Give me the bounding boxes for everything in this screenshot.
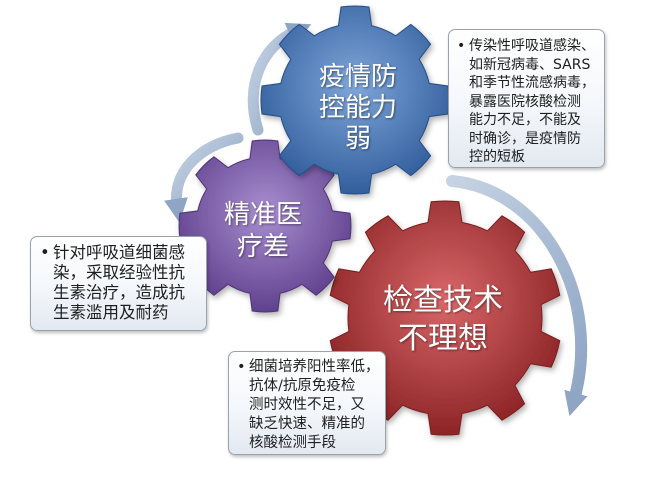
gear-label-line: 检查技术 [383, 283, 503, 318]
callout-line: 如新冠病毒、SARS [469, 56, 591, 73]
gear-label-line: 精准医 [223, 200, 302, 230]
gear-label-line: 疫情防 [318, 62, 397, 92]
bullet-icon: • [237, 359, 246, 375]
gear-label-epidemic-control: 疫情防 控能力 弱 [303, 62, 413, 155]
callout-line: 时确诊，是疫情防 [469, 130, 581, 147]
callout-line: 能力不足，不能及 [469, 112, 581, 128]
callout-line: 和季节性流感病毒， [469, 75, 595, 91]
gear-label-line: 控能力 [318, 93, 397, 123]
bullet-icon: • [40, 243, 50, 262]
callout-epidemic-control: • 传染性呼吸道感染、 如新冠病毒、SARS 和季节性流感病毒， 暴露医院核酸检… [448, 29, 605, 168]
callout-line: 生素滥用及耐药 [53, 303, 169, 322]
gear-label-line: 弱 [344, 124, 371, 154]
cycle-arrow-left-gear [164, 132, 244, 223]
callout-detection-technology: • 细菌培养阳性率低， 抗体/抗原免疫检 测时效性不足，又 缺乏快速、精准的 核… [228, 351, 386, 455]
callout-line: 控的短板 [469, 149, 525, 165]
callout-line: 抗体/抗原免疫检 [249, 378, 356, 394]
callout-precision-medicine: • 针对呼吸道细菌感 染，采取经验性抗 生素治疗，造成抗 生素滥用及耐药 [30, 236, 207, 331]
gear-epidemic-control [260, 5, 450, 195]
callout-line: 染，采取经验性抗 [53, 263, 185, 282]
cycle-arrow-right-gear [446, 175, 588, 417]
callout-line: 暴露医院核酸检测 [469, 93, 581, 110]
bullet-icon: • [457, 38, 466, 54]
callout-line: 生素治疗，造成抗 [53, 283, 185, 302]
callout-line: 核酸检测手段 [249, 435, 336, 451]
gear-detection-technology [329, 200, 561, 436]
callout-line: 传染性呼吸道感染、 [469, 38, 595, 54]
gear-label-detection-technology: 检查技术 不理想 [368, 282, 518, 358]
callout-line: 缺乏快速、精准的 [249, 416, 365, 432]
callout-line: 测时效性不足，又 [249, 397, 365, 413]
gear-label-precision-medicine: 精准医 疗差 [208, 199, 318, 263]
callout-line: 细菌培养阳性率低， [249, 359, 380, 375]
gear-label-line: 疗差 [236, 232, 289, 262]
callout-line: 针对呼吸道细菌感 [53, 243, 185, 262]
gear-label-line: 不理想 [398, 321, 488, 356]
